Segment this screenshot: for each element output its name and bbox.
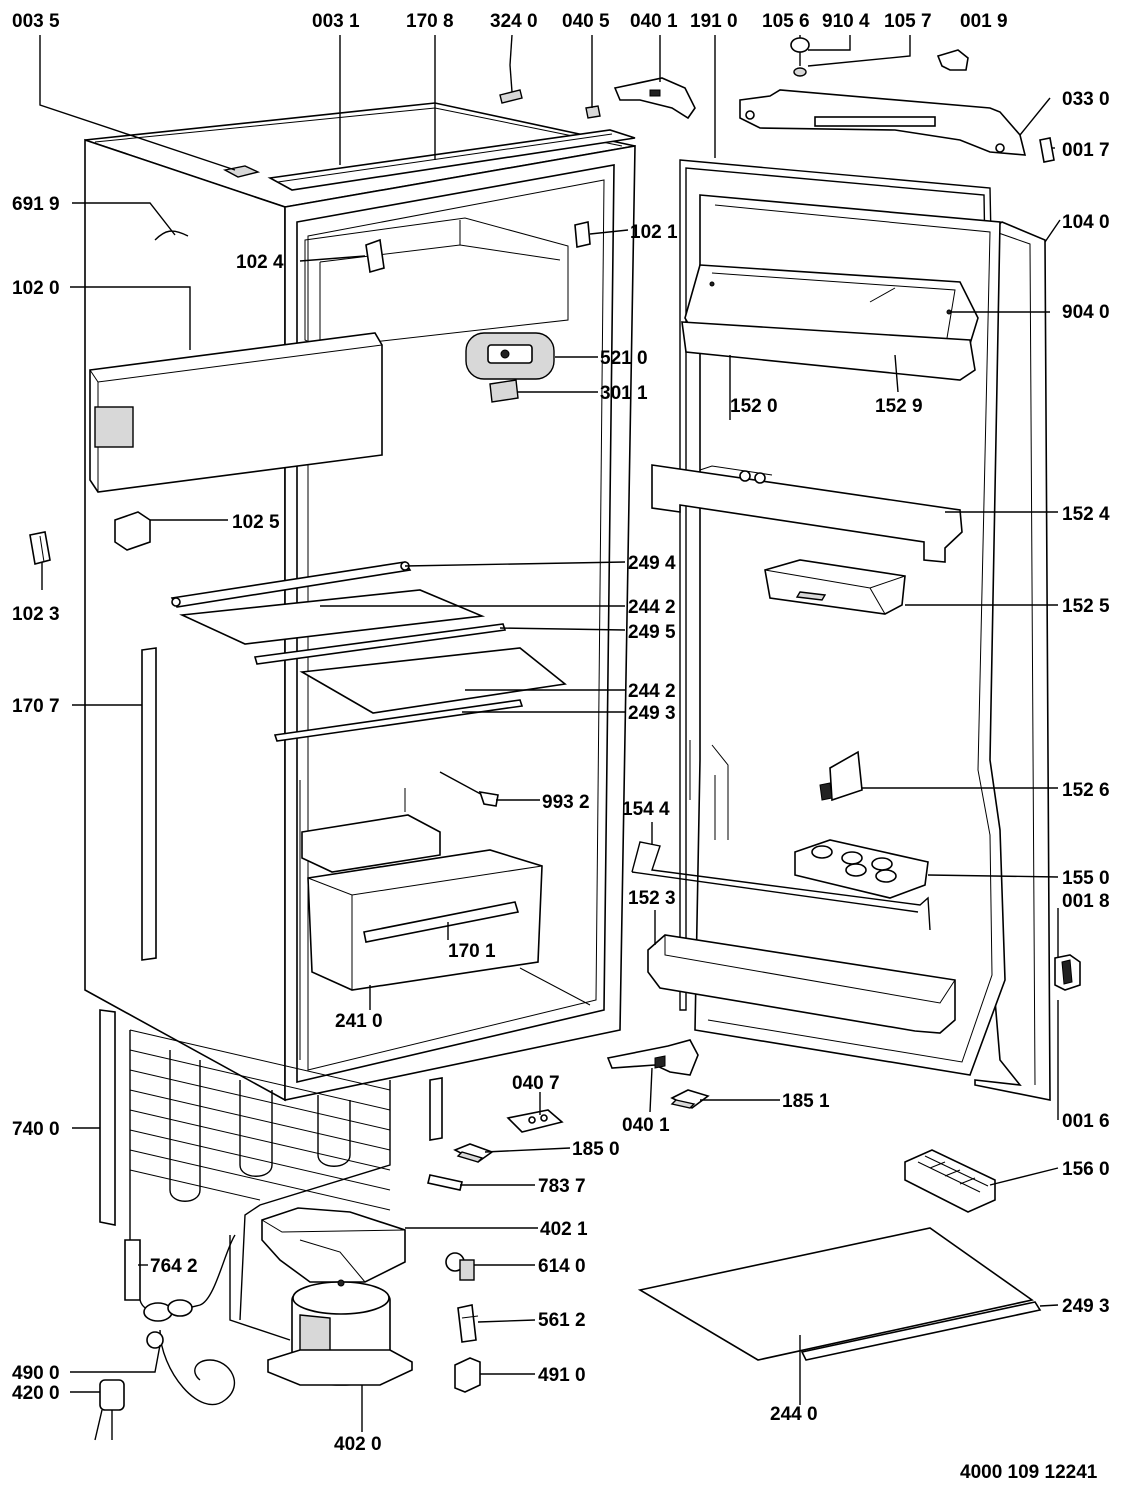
label-0401-top: 040 1 xyxy=(630,11,678,32)
label-0407: 040 7 xyxy=(512,1073,560,1094)
label-1021: 102 1 xyxy=(630,222,678,243)
label-4900: 490 0 xyxy=(12,1363,60,1384)
part-labels: 003 5 003 1 170 8 324 0 040 5 040 1 191 … xyxy=(12,11,1110,1483)
leader-lines xyxy=(39,34,1061,1432)
door xyxy=(631,159,1051,1101)
label-2410: 241 0 xyxy=(335,1011,383,1032)
label-7642: 764 2 xyxy=(150,1256,198,1277)
label-0017: 001 7 xyxy=(1062,140,1110,161)
label-0016: 001 6 xyxy=(1062,1111,1110,1132)
label-1023: 102 3 xyxy=(12,604,60,625)
label-1524: 152 4 xyxy=(1062,504,1110,525)
label-2493-b: 249 3 xyxy=(1062,1296,1110,1317)
document-number: 4000 109 12241 xyxy=(960,1462,1098,1483)
label-2493-a: 249 3 xyxy=(628,703,676,724)
label-0018: 001 8 xyxy=(1062,891,1110,912)
label-1057: 105 7 xyxy=(884,11,932,32)
label-4200: 420 0 xyxy=(12,1383,60,1404)
label-2495: 249 5 xyxy=(628,622,676,643)
label-2440: 244 0 xyxy=(770,1404,818,1425)
label-1701: 170 1 xyxy=(448,941,496,962)
label-0035: 003 5 xyxy=(12,11,60,32)
label-2442-b: 244 2 xyxy=(628,681,676,702)
machine-parts xyxy=(94,954,1081,1441)
label-3011: 301 1 xyxy=(600,383,648,404)
label-1020: 102 0 xyxy=(12,278,60,299)
label-1850: 185 0 xyxy=(572,1139,620,1160)
label-1526: 152 6 xyxy=(1062,780,1110,801)
label-1560: 156 0 xyxy=(1062,1159,1110,1180)
label-4020: 402 0 xyxy=(334,1434,382,1455)
label-1544: 154 4 xyxy=(622,799,670,820)
label-7400: 740 0 xyxy=(12,1119,60,1140)
label-6919: 691 9 xyxy=(12,194,60,215)
label-1707: 170 7 xyxy=(12,696,60,717)
label-4910: 491 0 xyxy=(538,1365,586,1386)
label-0031: 003 1 xyxy=(312,11,360,32)
label-1024: 102 4 xyxy=(236,252,284,273)
label-1040: 104 0 xyxy=(1062,212,1110,233)
label-1708: 170 8 xyxy=(406,11,454,32)
top-hardware xyxy=(499,37,1055,163)
label-0401-bottom: 040 1 xyxy=(622,1115,670,1136)
label-1529: 152 9 xyxy=(875,396,923,417)
label-0330: 033 0 xyxy=(1062,89,1110,110)
label-1851: 185 1 xyxy=(782,1091,830,1112)
label-1525: 152 5 xyxy=(1062,596,1110,617)
label-3240: 324 0 xyxy=(490,11,538,32)
label-2494: 249 4 xyxy=(628,553,676,574)
label-9104: 910 4 xyxy=(822,11,870,32)
label-5612: 561 2 xyxy=(538,1310,586,1331)
label-1025: 102 5 xyxy=(232,512,280,533)
label-4021: 402 1 xyxy=(540,1219,588,1240)
label-6140: 614 0 xyxy=(538,1256,586,1277)
label-1523: 152 3 xyxy=(628,888,676,909)
label-0019: 001 9 xyxy=(960,11,1008,32)
label-1550: 155 0 xyxy=(1062,868,1110,889)
label-5210: 521 0 xyxy=(600,348,648,369)
label-1910: 191 0 xyxy=(690,11,738,32)
label-0405: 040 5 xyxy=(562,11,610,32)
label-7837: 783 7 xyxy=(538,1176,586,1197)
label-1056: 105 6 xyxy=(762,11,810,32)
cabinet xyxy=(29,102,636,1102)
label-1520: 152 0 xyxy=(730,396,778,417)
label-9040: 904 0 xyxy=(1062,302,1110,323)
label-2442-a: 244 2 xyxy=(628,597,676,618)
label-9932: 993 2 xyxy=(542,792,590,813)
